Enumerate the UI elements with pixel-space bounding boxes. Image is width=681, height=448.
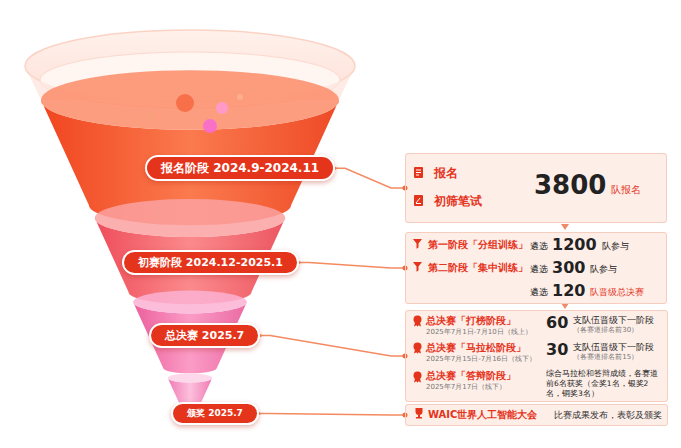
panel-text: 总决赛「马拉松阶段」	[426, 342, 526, 354]
icon-lines	[416, 198, 421, 204]
panel-text: 2025年7月15日-7月16日（线下）	[426, 355, 536, 363]
filter-icon	[413, 262, 422, 272]
stage-label: 初赛阶段 2024.12-2025.1	[138, 256, 283, 269]
panel-text: 总决赛「答辩阶段」	[426, 370, 516, 382]
panel-text: 总决赛「打榜阶段」	[426, 315, 516, 327]
stage-pill: 颁奖 2025.7	[171, 402, 259, 425]
filter-icon	[413, 239, 422, 249]
panel-text: 30	[546, 340, 568, 359]
leader-connector	[259, 334, 408, 358]
funnel-body	[25, 30, 355, 418]
panel-ground	[405, 232, 667, 304]
panel-text: 3800	[534, 170, 606, 201]
panel-text: 综合马拉松和答辩成绩，各赛道前6名获奖（金奖1名，银奖2名，铜奖3名）	[546, 369, 662, 398]
panel-icons	[413, 167, 423, 419]
stage-label: 报名阶段 2024.9-2024.11	[161, 161, 319, 175]
panel-text: 初筛笔试	[434, 194, 482, 208]
panel-text: （各赛道排名前30）	[573, 326, 638, 334]
panel-ground	[405, 310, 668, 402]
leader-line	[335, 168, 405, 188]
stage-pill: 报名阶段 2024.9-2024.11	[145, 155, 335, 181]
funnel-band-top	[95, 199, 285, 237]
panel-text: 2025年7月17日（线下）	[426, 383, 506, 391]
icon-shape	[416, 408, 423, 419]
icon-shape	[414, 316, 422, 324]
panel-text: 遴选	[530, 264, 548, 275]
panel-text: 比赛成果发布，表彰及颁奖	[554, 410, 662, 421]
stage-pill: 初赛阶段 2024.12-2025.1	[122, 250, 299, 275]
stage-label: 颁奖 2025.7	[187, 408, 243, 419]
icon-ribbon	[414, 379, 421, 383]
leader-connector	[334, 167, 408, 191]
icon-shape	[413, 262, 422, 272]
icon-shape	[414, 372, 422, 380]
decor-bubble	[176, 94, 194, 112]
icon-ribbon	[414, 350, 421, 354]
stage-label: 总决赛 2025.7	[165, 329, 244, 342]
medal-icon	[414, 372, 422, 383]
leader-connector	[297, 261, 407, 270]
panel-text: 2025年7月1日-7月10日（线上）	[426, 328, 532, 336]
decor-bubble	[237, 94, 243, 100]
leader-connector	[257, 412, 407, 418]
leader-line	[259, 413, 405, 415]
stage-panel: 报名初筛笔试 3800 队报名	[405, 153, 667, 223]
panel-text: （各赛道排名前15）	[573, 353, 638, 361]
panel-text: 支队伍晋级下一阶段	[573, 315, 654, 325]
panel-text: 第二阶段「集中训练」	[428, 262, 528, 274]
icon-shape	[414, 343, 422, 351]
icon-shape	[414, 195, 423, 206]
panel-text: 遴选	[530, 287, 548, 298]
icon-shape	[414, 167, 423, 178]
panel-text: 队晋级总决赛	[590, 287, 644, 298]
icon-lines	[416, 170, 421, 175]
panel-text: 队参与	[590, 264, 617, 275]
stage-panel: WAIC世界人工智能大会 比赛成果发布，表彰及颁奖	[405, 404, 668, 426]
panel-text: 300	[552, 258, 585, 277]
panel-text: 1200	[552, 235, 597, 254]
form-icon	[414, 195, 423, 206]
panel-text: 60	[546, 313, 568, 332]
decor-bubble	[216, 102, 228, 114]
stage-panel: 总决赛「打榜阶段」2025年7月1日-7月10日（线上）60支队伍晋级下一阶段（…	[405, 310, 668, 402]
medal-icon	[414, 343, 422, 354]
decor-bubble	[203, 119, 217, 133]
panel-ground	[405, 153, 667, 223]
leader-line	[260, 336, 405, 356]
panel-text: 队参与	[602, 241, 629, 252]
icon-shape	[413, 239, 422, 249]
panel-text: 支队伍晋级下一阶段	[573, 342, 654, 352]
leader-line	[299, 263, 405, 268]
form-icon	[414, 167, 423, 178]
stage-pill: 总决赛 2025.7	[149, 323, 260, 348]
icon-ribbon	[414, 323, 421, 327]
medal-icon	[414, 316, 422, 327]
decor-bubble	[146, 113, 154, 121]
trophy-icon	[416, 408, 423, 419]
panel-text: 遴选	[530, 241, 548, 252]
funnel-band-top	[41, 70, 339, 130]
panel-text: 队报名	[611, 184, 641, 196]
panel-text: 120	[552, 281, 585, 300]
funnel-band-top	[168, 374, 213, 383]
panel-text: WAIC世界人工智能大会	[428, 409, 537, 421]
panel-text: 第一阶段「分组训练」	[428, 239, 528, 251]
down-arrow	[561, 224, 569, 230]
panel-text: 报名	[434, 166, 458, 180]
panel-grounds	[405, 153, 668, 426]
stage-panel: 第一阶段「分组训练」遴选1200队参与第二阶段「集中训练」遴选300队参与遴选1…	[405, 232, 667, 304]
funnel-band-top	[133, 291, 247, 314]
panel-ground	[405, 404, 668, 426]
